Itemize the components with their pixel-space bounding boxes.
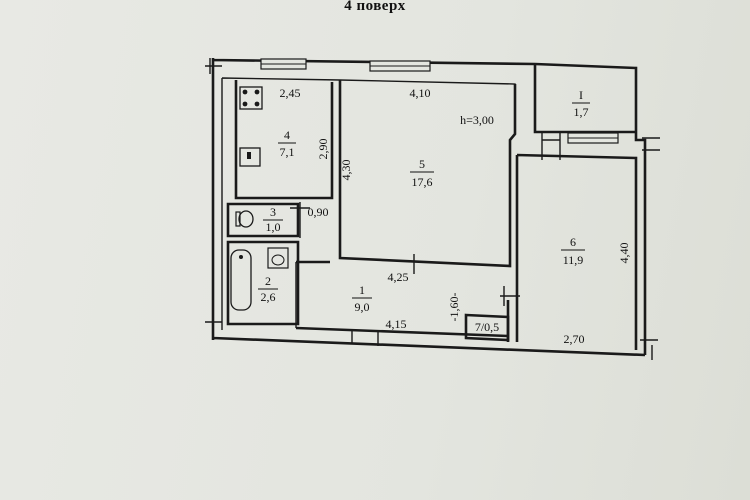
room-6-area: 11,9: [563, 253, 584, 267]
room-2-number: 2: [265, 274, 271, 288]
dim-bedroom-width: 2,70: [564, 332, 585, 346]
room-3-label: 3 1,0: [263, 205, 283, 234]
room-6-label: 6 11,9: [561, 235, 585, 267]
wall-ticks: [205, 58, 660, 360]
dim-kitchen-width: 2,45: [280, 86, 301, 100]
room-4-number: 4: [284, 128, 290, 142]
toilet-icon: [235, 210, 254, 228]
room-2-area: 2,6: [261, 290, 276, 304]
room-7-label: 7/0,5: [475, 320, 499, 334]
balcony-area: 1,7: [574, 105, 589, 119]
room-4-area: 7,1: [280, 145, 295, 159]
room-1-number: 1: [359, 283, 365, 297]
bathtub-icon: [230, 249, 252, 311]
window-bedroom: [567, 132, 619, 144]
room-1-area: 9,0: [355, 300, 370, 314]
room-5-label: 5 17,6: [410, 157, 434, 189]
washbasin-icon: [267, 247, 289, 269]
stove-icon: [239, 86, 263, 110]
bathroom-walls: [226, 240, 300, 326]
dim-hall-depth: -1,60-: [447, 293, 461, 322]
dim-hall-bottom: 4,15: [386, 317, 407, 331]
kitchen-sink-icon: [239, 147, 261, 167]
balcony-door: [541, 132, 561, 160]
living-room-walls: [338, 80, 517, 268]
window-kitchen: [260, 58, 307, 70]
room-4-label: 4 7,1: [278, 128, 296, 159]
balcony-walls: [533, 64, 636, 134]
room-1-label: 1 9,0: [352, 283, 372, 314]
wc-walls: [226, 202, 300, 238]
dim-wc-width: 0,90: [308, 205, 329, 219]
balcony-number: I: [579, 88, 583, 102]
ceiling-height: h=3,00: [460, 113, 494, 127]
room-3-number: 3: [270, 205, 276, 219]
dim-living-width: 4,10: [410, 86, 431, 100]
room-3-area: 1,0: [266, 220, 281, 234]
storage-walls: [464, 313, 510, 342]
dim-kitchen-depth: 2,90: [316, 139, 330, 160]
bedroom-walls: [515, 153, 638, 350]
dim-bedroom-depth: 4,40: [617, 243, 631, 264]
kitchen-walls: [234, 80, 334, 200]
wc-door: [290, 202, 310, 238]
room-5-area: 17,6: [412, 175, 433, 189]
room-2-label: 2 2,6: [258, 274, 278, 304]
hall-door-ticks: [295, 254, 520, 346]
window-living: [369, 60, 431, 72]
balcony-label: I 1,7: [572, 88, 590, 119]
room-6-number: 6: [570, 235, 576, 249]
room-5-number: 5: [419, 157, 425, 171]
dim-living-depth: 4,30: [339, 160, 353, 181]
dim-hall-top: 4,25: [388, 270, 409, 284]
floor-title: 4 поверх: [344, 0, 406, 14]
